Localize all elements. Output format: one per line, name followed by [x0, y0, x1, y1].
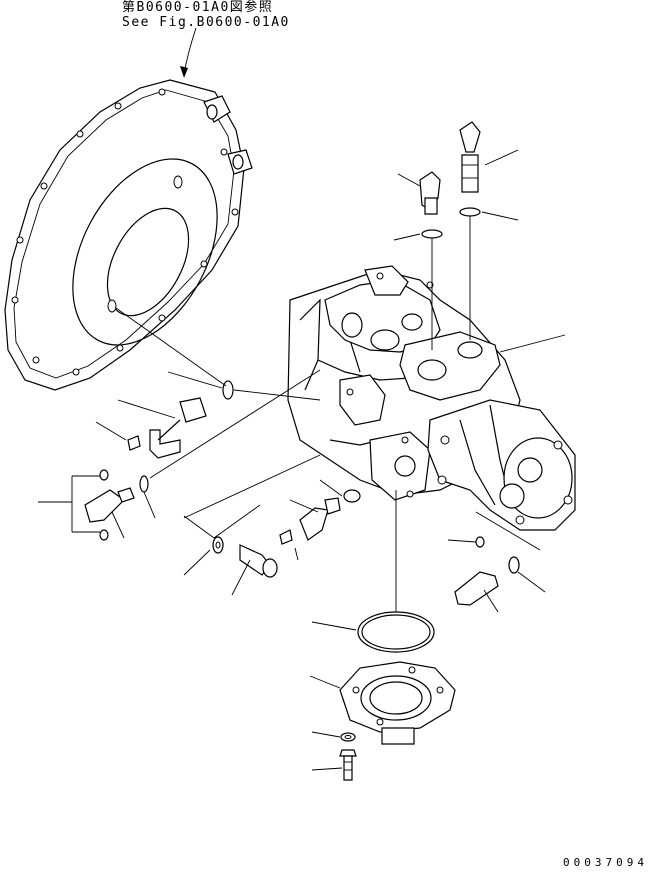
o-ring-center	[319, 479, 361, 503]
washer-flange	[311, 731, 356, 742]
reference-label-japanese: 第B0600-01A0図参照	[122, 0, 274, 15]
reference-label-english: See Fig.B0600-01A0	[122, 15, 290, 30]
bent-tube	[95, 397, 207, 459]
elbow-fitting-lower	[183, 454, 341, 561]
document-number: 00037094	[563, 856, 648, 869]
tee-fitting-right	[447, 511, 541, 613]
o-ring-left	[115, 307, 321, 401]
large-o-ring	[311, 490, 435, 653]
washer-lower	[183, 504, 261, 576]
housing-plate	[4, 79, 253, 391]
main-hydraulic-pump	[287, 265, 521, 501]
plug-bolt	[231, 544, 278, 596]
gear-pump	[427, 399, 576, 531]
flange-bolt	[311, 749, 357, 781]
straight-connector-top	[459, 121, 519, 193]
tee-fitting-left	[38, 469, 135, 541]
elbow-fitting-top	[397, 171, 441, 215]
o-ring-right	[508, 556, 546, 593]
reference-arrow	[180, 27, 197, 78]
o-rings-top	[393, 207, 566, 353]
o-ring-mid	[139, 369, 321, 519]
suction-flange	[309, 661, 456, 745]
